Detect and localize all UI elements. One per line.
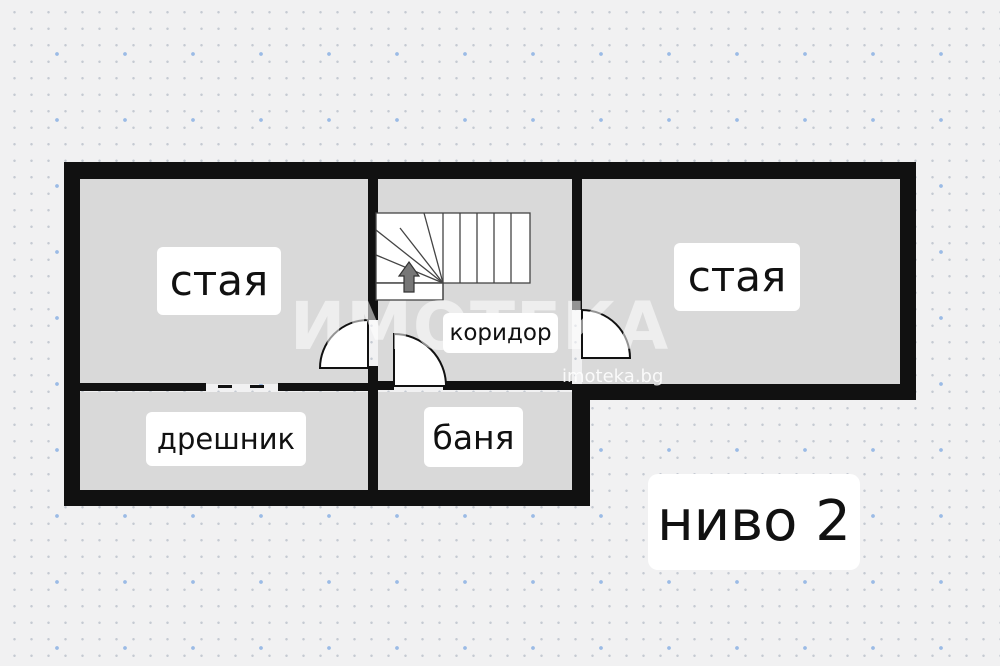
- closet-label: дрешник: [146, 412, 306, 466]
- door-swings: [318, 308, 632, 387]
- corridor-label: коридор: [443, 313, 558, 353]
- door-right-room: [581, 308, 632, 359]
- watermark-site: imoteka.bg: [562, 366, 664, 387]
- room-right-label: стая: [674, 243, 800, 311]
- stair-arrow-icon: [397, 260, 421, 293]
- level-label: ниво 2: [648, 474, 860, 570]
- door-bathroom: [393, 332, 448, 387]
- bathroom-label: баня: [424, 407, 523, 467]
- staircase: [375, 212, 531, 301]
- outer-walls: [64, 162, 916, 506]
- door-left-room: [318, 318, 369, 369]
- interior-walls: [80, 179, 582, 490]
- room-left-label: стая: [157, 247, 281, 315]
